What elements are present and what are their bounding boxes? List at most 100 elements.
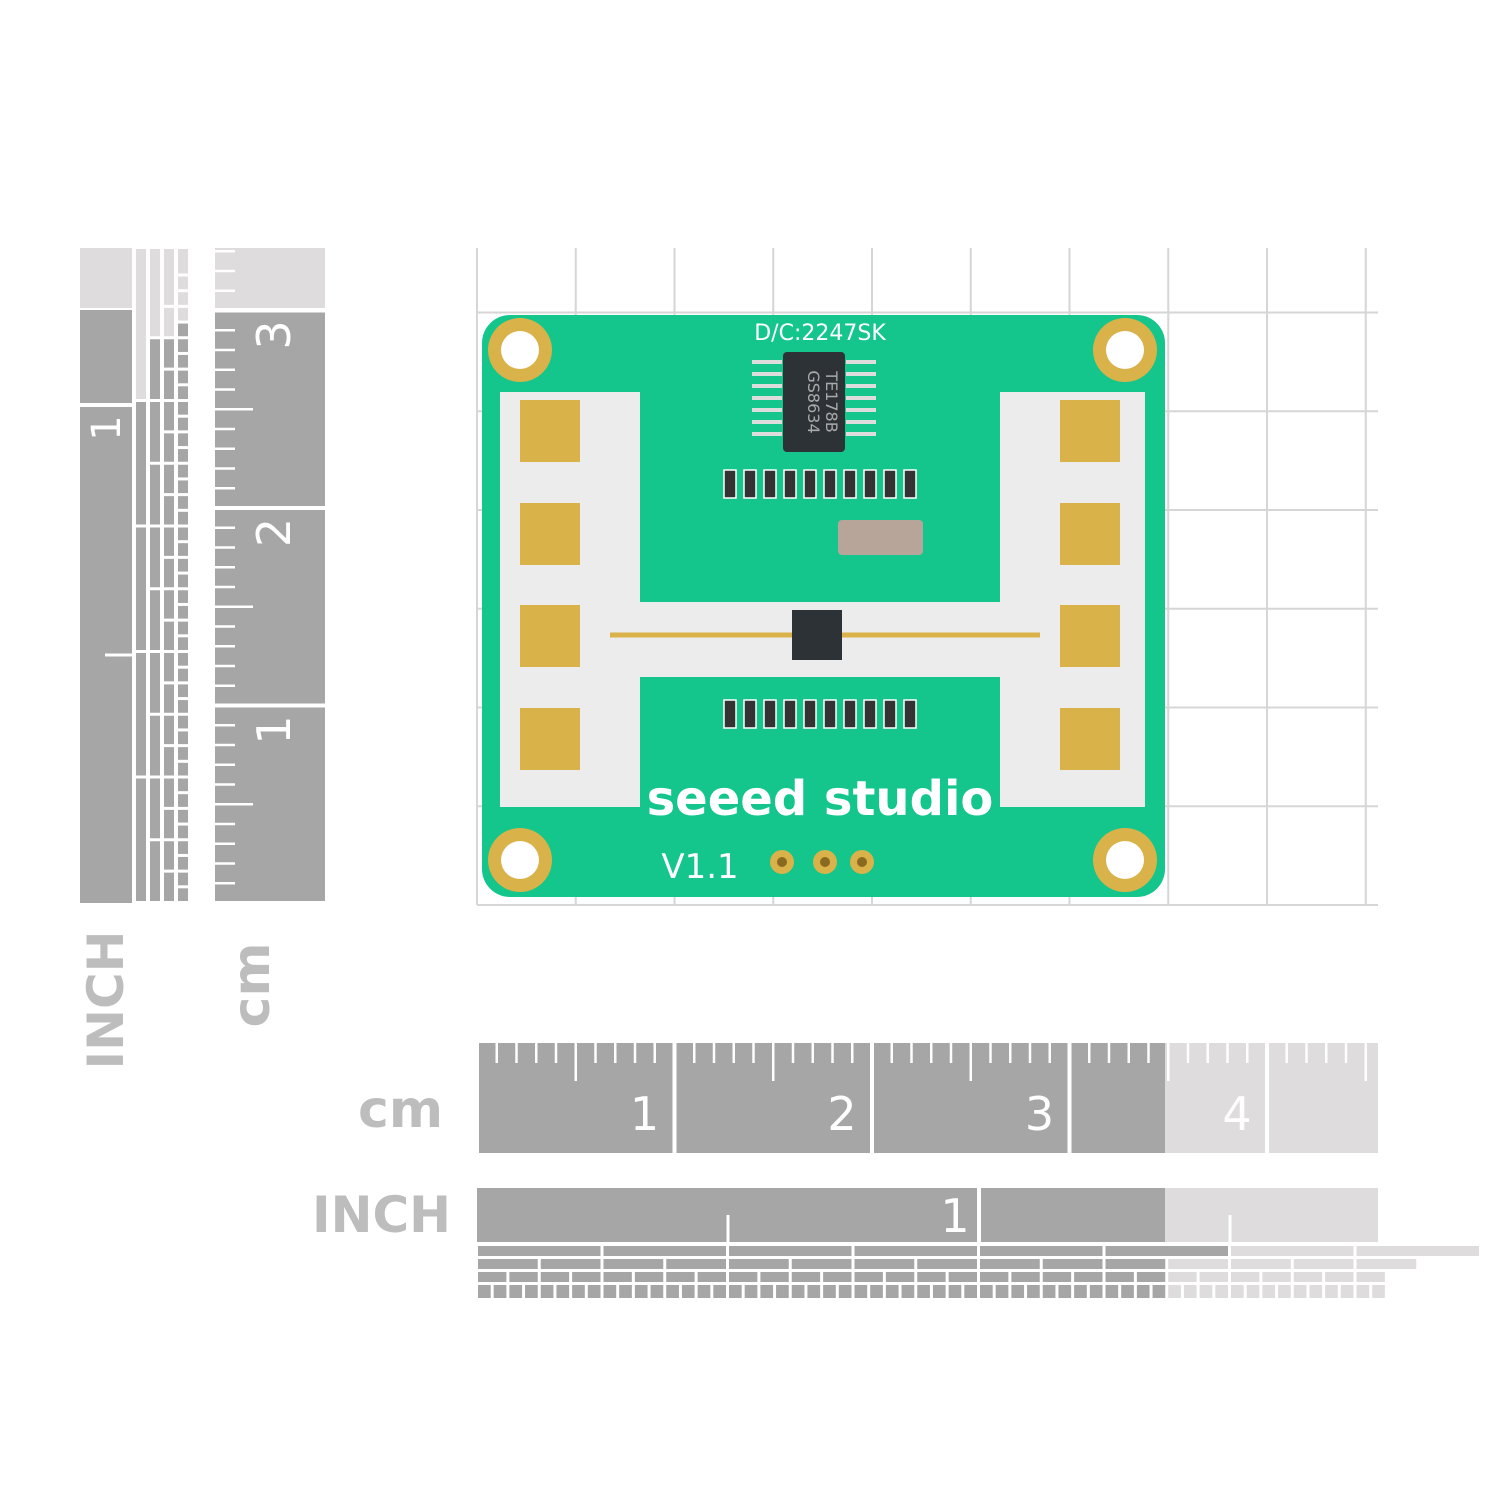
vertical-inch-ruler-light [80, 248, 132, 308]
inch-subdivision [136, 653, 146, 776]
horizontal-cm-label: cm [358, 1080, 444, 1140]
inch-subdivision [1372, 1285, 1385, 1298]
inch-subdivision [178, 527, 188, 541]
inch-subdivision [744, 1285, 758, 1298]
inch-subdivision [164, 249, 174, 278]
inch-subdivision [178, 307, 188, 321]
inch-subdivision [150, 841, 160, 901]
inch-subdivision [178, 480, 188, 494]
inch-subdivision [178, 574, 188, 588]
ic-pin [846, 372, 876, 376]
antenna-patch [1060, 400, 1120, 462]
smd-component [783, 469, 797, 499]
ic-pin [752, 396, 782, 400]
inch-subdivision [164, 464, 174, 494]
inch-subdivision [164, 402, 174, 431]
inch-subdivision [164, 276, 174, 305]
vertical-cm-ruler-light [215, 248, 325, 308]
inch-subdivision [540, 1272, 570, 1282]
inch-subdivision [178, 260, 188, 274]
smd-component [743, 699, 757, 729]
ic-pin [846, 384, 876, 388]
inch-subdivision [178, 841, 188, 854]
inch-subdivision [1231, 1285, 1244, 1298]
horizontal-inch-label: INCH [312, 1186, 451, 1244]
cm-tick-label: 1 [630, 1087, 659, 1141]
inch-subdivision [178, 747, 188, 760]
inch-subdivision [697, 1272, 726, 1282]
chip-marking-line2: TE178B [822, 370, 841, 432]
header-pad-hole [820, 857, 830, 867]
inch-subdivision [760, 1272, 789, 1282]
antenna-patch [520, 400, 580, 462]
smd-component [883, 469, 897, 499]
inch-subdivision [178, 715, 188, 729]
ic-pin [752, 432, 782, 436]
smd-component [743, 469, 757, 499]
inch-subdivision [1356, 1246, 1479, 1256]
inch-subdivision [760, 1285, 774, 1298]
inch-subdivision [729, 1259, 789, 1269]
inch-subdivision [1215, 1285, 1228, 1298]
inch-subdivision [150, 249, 160, 309]
inch-subdivision [634, 1272, 664, 1282]
chip-marking-line1: GS8634 [804, 370, 823, 433]
inch-subdivision [964, 1285, 977, 1298]
inch-subdivision [1293, 1272, 1323, 1282]
inch-subdivision [1199, 1285, 1213, 1298]
mounting-hole [1106, 841, 1144, 879]
inch-subdivision [556, 1285, 570, 1298]
inch-subdivision [729, 1285, 742, 1298]
inch-subdivision [1168, 1272, 1197, 1282]
inch-subdivision [1262, 1272, 1291, 1282]
antenna-patch [1060, 708, 1120, 770]
inch-subdivision [603, 1272, 632, 1282]
inch-subdivision [1293, 1259, 1354, 1269]
inch-subdivision [1136, 1272, 1166, 1282]
inch-subdivision [178, 339, 188, 352]
inch-subdivision [150, 402, 160, 462]
inch-subdivision [980, 1259, 1040, 1269]
inch-subdivision [178, 276, 188, 290]
ic-pin [752, 408, 782, 412]
inch-subdivision [1011, 1272, 1040, 1282]
inch-subdivision [666, 1285, 679, 1298]
inch-subdivision [164, 621, 174, 650]
ic-pin [846, 420, 876, 424]
inch-subdivision [587, 1285, 601, 1298]
smd-component [763, 469, 777, 499]
ic-pin [752, 420, 782, 424]
smd-component [863, 699, 877, 729]
inch-subdivision [178, 888, 188, 901]
inch-subdivision [1356, 1272, 1385, 1282]
inch-subdivision [164, 339, 174, 368]
inch-subdivision [164, 370, 174, 399]
inch-subdivision [823, 1272, 852, 1282]
inch-subdivision [164, 496, 174, 525]
inch-subdivision [164, 872, 174, 901]
inch-subdivision [178, 354, 188, 368]
cm-ruler-dark [477, 1043, 1165, 1153]
inch-subdivision [1105, 1246, 1228, 1256]
inch-subdivision [178, 370, 188, 384]
header-pad-hole [777, 857, 787, 867]
inch-subdivision [572, 1285, 585, 1298]
inch-subdivision [150, 527, 160, 588]
inch-subdivision [1231, 1246, 1354, 1256]
inch-subdivision [178, 809, 188, 823]
inch-subdivision [178, 323, 188, 337]
inch-subdivision [164, 684, 174, 713]
inch-subdivision [164, 809, 174, 839]
inch-subdivision [901, 1285, 915, 1298]
inch-subdivision [729, 1246, 852, 1256]
inch-subdivision [136, 402, 146, 525]
inch-subdivision [178, 653, 188, 666]
inch-subdivision [164, 590, 174, 619]
inch-subdivision [178, 700, 188, 713]
inch-subdivision [178, 684, 188, 698]
antenna-patch [520, 708, 580, 770]
inch-subdivision [619, 1285, 632, 1298]
inch-subdivision [164, 747, 174, 776]
ic-pin [846, 396, 876, 400]
